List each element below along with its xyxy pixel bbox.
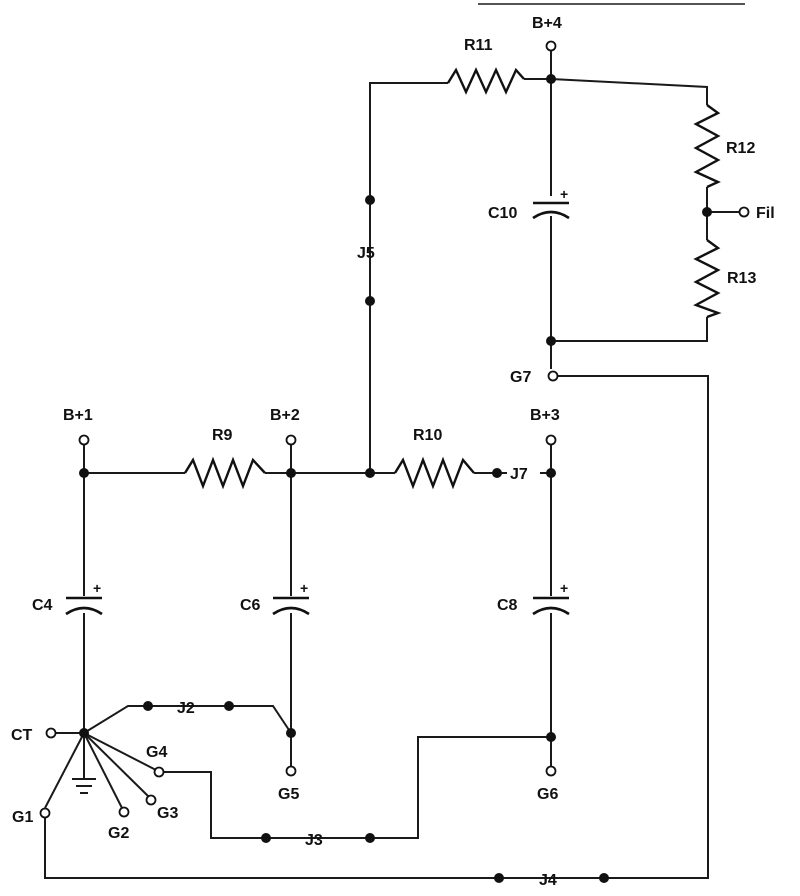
node-j4-right	[599, 873, 609, 883]
label-r12: R12	[726, 140, 755, 157]
terminal-g4	[153, 766, 165, 778]
c10-polarity-mark: +	[560, 186, 568, 202]
label-fil: Fil	[756, 205, 775, 222]
label-b3: B+3	[530, 407, 560, 424]
label-r10: R10	[413, 427, 442, 444]
c6-polarity-mark: +	[300, 580, 308, 596]
label-r11: R11	[464, 37, 493, 54]
terminals	[39, 40, 750, 819]
terminal-g3	[145, 794, 157, 806]
capacitor-c4	[65, 596, 103, 616]
label-c6: C6	[240, 597, 261, 614]
label-g7: G7	[510, 369, 531, 386]
label-b4: B+4	[532, 15, 562, 32]
terminal-g7	[547, 370, 559, 382]
wire-j2	[83, 705, 292, 734]
node-j2-left	[143, 701, 153, 711]
label-b1: B+1	[63, 407, 93, 424]
node-b2	[286, 468, 296, 478]
resistor-r9	[183, 456, 266, 490]
c8-polarity-mark: +	[560, 580, 568, 596]
label-b2: B+2	[270, 407, 300, 424]
wire-top-rail	[550, 78, 708, 105]
capacitor-c8	[532, 596, 570, 616]
node-c10-r13	[546, 336, 556, 346]
label-j2: J2	[177, 700, 195, 717]
node-b1	[79, 468, 89, 478]
wire-to-g1	[44, 732, 85, 809]
node-b3	[546, 468, 556, 478]
label-j7: J7	[510, 466, 528, 483]
lower-wiring	[44, 375, 709, 879]
resistor-r12	[693, 104, 721, 189]
node-c6-bottom	[286, 728, 296, 738]
node-j5-bottom	[365, 296, 375, 306]
label-g1: G1	[12, 809, 33, 826]
label-r9: R9	[212, 427, 233, 444]
middle-wiring	[83, 443, 552, 768]
node-j4-left	[494, 873, 504, 883]
wire-to-g4	[83, 732, 157, 771]
node-j3-right	[365, 833, 375, 843]
label-r13: R13	[727, 270, 756, 287]
c4-polarity-mark: +	[93, 580, 101, 596]
node-fil	[702, 207, 712, 217]
node-r11-c10	[546, 74, 556, 84]
capacitor-c10	[532, 201, 570, 220]
wire-j3	[162, 736, 551, 839]
node-j7-left	[492, 468, 502, 478]
terminal-b2	[285, 434, 297, 446]
resistor-r13	[693, 239, 722, 319]
label-g4: G4	[146, 744, 167, 761]
node-ct	[79, 728, 89, 738]
terminal-b3	[545, 434, 557, 446]
terminal-b1	[78, 434, 90, 446]
label-g5: G5	[278, 786, 299, 803]
node-j5-rail	[365, 468, 375, 478]
terminal-fil	[738, 206, 750, 218]
wire-j5-column	[369, 82, 448, 473]
terminal-g6	[545, 765, 557, 777]
wire-to-g2	[83, 732, 123, 809]
resistor-r11	[446, 67, 525, 95]
label-g2: G2	[108, 825, 129, 842]
wire-to-g3	[83, 732, 149, 797]
node-j3-left	[261, 833, 271, 843]
label-g6: G6	[537, 786, 558, 803]
terminal-g1	[39, 807, 51, 819]
junction-nodes	[79, 74, 712, 883]
terminal-b4	[545, 40, 557, 52]
label-j3: J3	[305, 832, 323, 849]
node-j2-right	[224, 701, 234, 711]
terminal-g2	[118, 806, 130, 818]
node-c8-bottom	[546, 732, 556, 742]
wire-r13-return	[551, 317, 708, 342]
label-g3: G3	[157, 805, 178, 822]
wire-j4	[44, 375, 709, 879]
label-j5: J5	[357, 245, 375, 262]
label-c8: C8	[497, 597, 518, 614]
node-j5-top	[365, 195, 375, 205]
component-labels: B+4 R11 R12 C10 Fil R13 J5 G7 B+1 R9 B+2…	[11, 15, 775, 889]
resistor-r10	[393, 456, 475, 490]
label-j4: J4	[539, 872, 557, 889]
capacitor-c6	[272, 596, 310, 616]
terminal-ct	[45, 727, 57, 739]
label-c4: C4	[32, 597, 53, 614]
label-c10: C10	[488, 205, 517, 222]
label-ct: CT	[11, 727, 33, 744]
terminal-g5	[285, 765, 297, 777]
